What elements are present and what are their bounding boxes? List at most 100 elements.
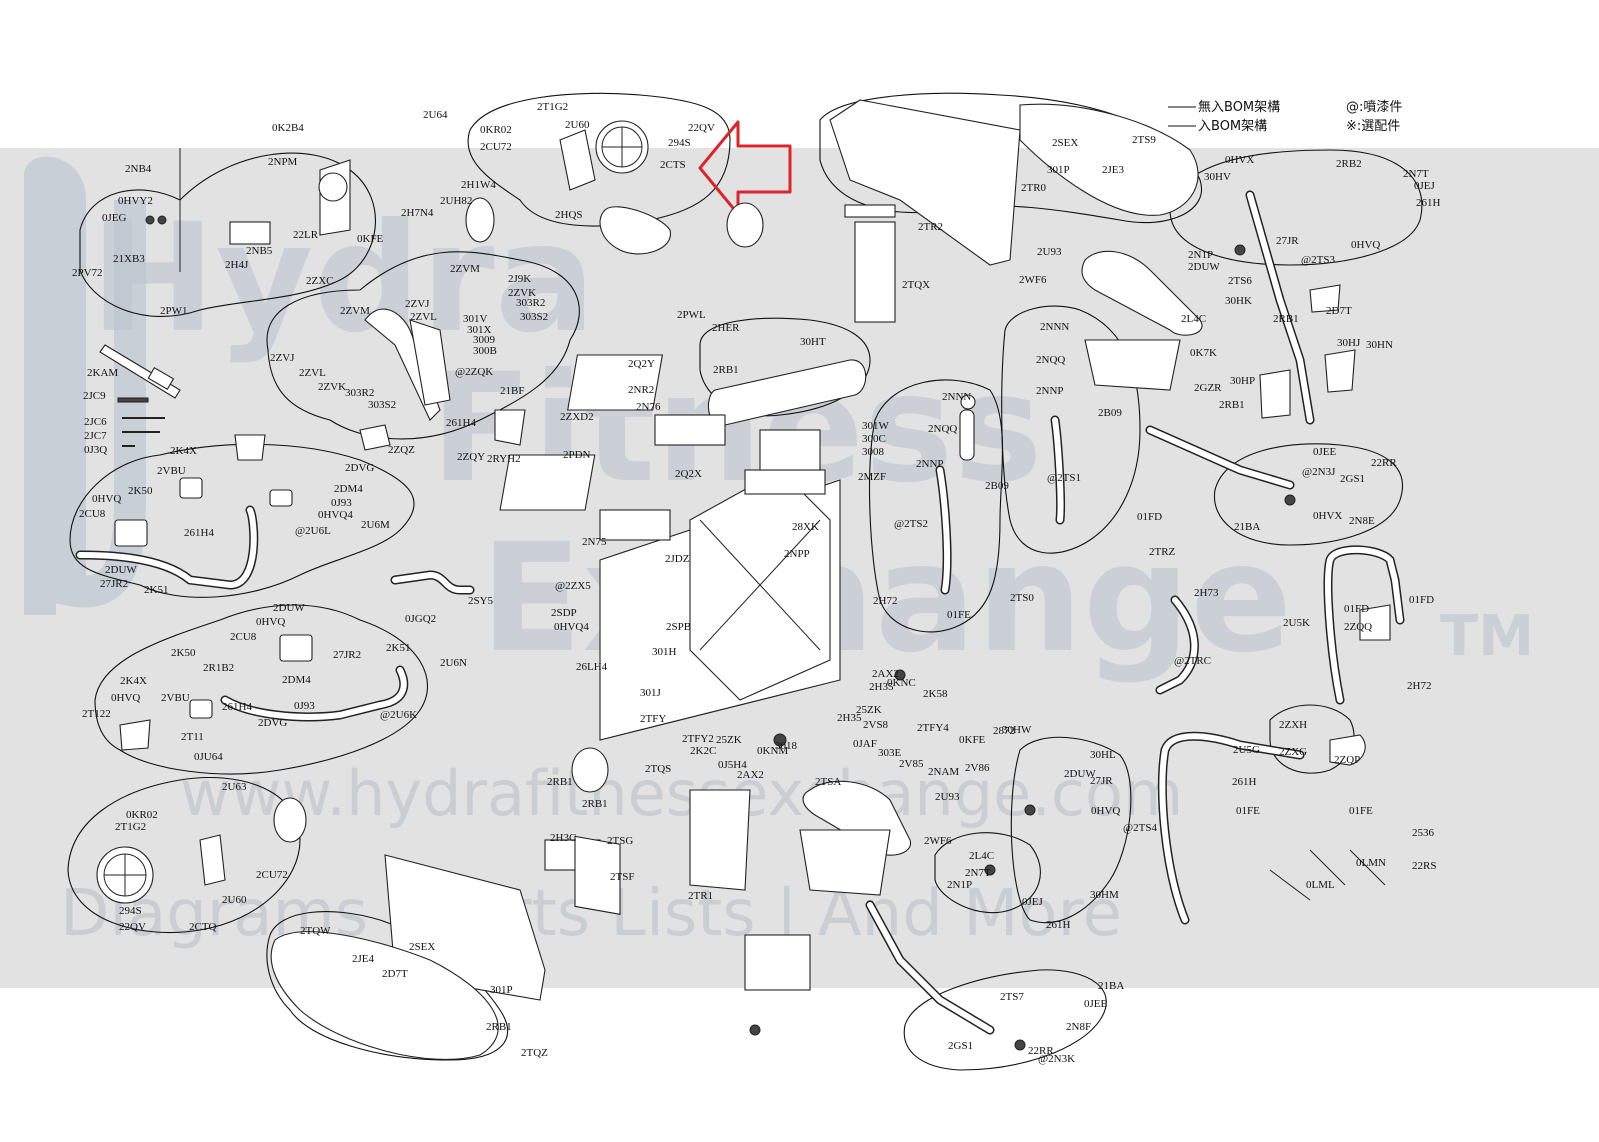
part-label: 2ZVK — [318, 381, 346, 393]
part-label: @2N3K — [1038, 1053, 1075, 1065]
part-label: 2T1G2 — [537, 101, 568, 113]
part-label: 2GS1 — [1340, 473, 1365, 485]
part-label: 2PWL — [677, 309, 706, 321]
part-label: 2WF6 — [924, 835, 952, 847]
part-label: 0J93 — [294, 700, 315, 712]
part-label: 30HJ — [1337, 337, 1361, 349]
part-label: 2UH82 — [440, 195, 472, 207]
part-label: 2ZVL — [299, 367, 326, 379]
part-label: 2U6N — [440, 657, 467, 669]
part-label: 2VBU — [157, 465, 186, 477]
part-label: 2H35 — [869, 681, 894, 693]
part-label: 2JC6 — [84, 416, 107, 428]
part-label: 2U64 — [423, 109, 448, 121]
part-label: 261H — [1232, 776, 1257, 788]
part-label: 2ZVJ — [270, 352, 295, 364]
part-label: 2DUW — [105, 564, 137, 576]
part-label: 2U93 — [935, 791, 960, 803]
part-label: 2WF6 — [1019, 274, 1047, 286]
part-label: 2U60 — [222, 894, 247, 906]
part-label: 2J9K — [508, 273, 531, 285]
part-label: 27JR2 — [333, 649, 361, 661]
part-label: 2CU72 — [256, 869, 288, 881]
part-label: 2K2C — [690, 745, 716, 757]
part-label: 2ZVM — [340, 305, 370, 317]
part-label: 22RR — [1371, 457, 1397, 469]
part-label: 2U60 — [565, 119, 590, 131]
part-label: 0J3Q — [84, 444, 107, 456]
callout-arrow — [698, 120, 792, 216]
part-label: 22LR — [293, 229, 319, 241]
part-label: 2TR0 — [1021, 182, 1047, 194]
part-label: 2NR2 — [628, 384, 654, 396]
part-label: 3008 — [862, 446, 885, 458]
part-label: 01FE — [947, 609, 971, 621]
part-label: 2L4C — [1181, 313, 1206, 325]
part-label: 0HVQ4 — [554, 621, 589, 633]
part-label: 01FD — [1409, 594, 1434, 606]
part-label: 301H — [652, 646, 677, 658]
part-label: 2NAM — [928, 766, 959, 778]
part-label: 2RB1 — [582, 798, 608, 810]
part-label: 2H73 — [1194, 587, 1219, 599]
part-label: 22RR — [1028, 1045, 1054, 1057]
part-label: 2RB1 — [486, 1021, 512, 1033]
part-label: @2ZQK — [455, 366, 493, 378]
part-label: 0LML — [1306, 879, 1335, 891]
part-label: 26LH4 — [576, 661, 608, 673]
part-label: 294S — [119, 905, 142, 917]
part-label: 2N1P — [1188, 249, 1213, 261]
part-label: 2K51 — [386, 642, 410, 654]
part-label: 2536 — [1412, 827, 1435, 839]
part-label: 2ZXD2 — [560, 411, 594, 423]
part-label: 2RB1 — [713, 364, 739, 376]
part-label: 3018 — [775, 740, 798, 752]
part-label: 294S — [668, 137, 691, 149]
part-label: 22QV — [119, 921, 146, 933]
part-label: 25ZK — [856, 704, 882, 716]
legend: 無入BOM架構 入BOM架構 @:噴漆件 ※:選配件 — [1168, 99, 1402, 134]
part-label: 2ZVJ — [405, 298, 430, 310]
part-label: 2TFY4 — [917, 722, 949, 734]
part-label: 2RYH2 — [487, 453, 521, 465]
part-label: 300B — [473, 345, 497, 357]
part-label: 2NPM — [268, 156, 298, 168]
part-label: 2TS6 — [1228, 275, 1252, 287]
part-label: 0KR02 — [480, 124, 512, 136]
part-label: 2N7T — [965, 867, 991, 879]
part-label: 2DVG — [345, 462, 374, 474]
part-label: 301V — [463, 313, 488, 325]
part-label: 2U6M — [361, 519, 390, 531]
part-label: 2RB2 — [1336, 158, 1362, 170]
part-label: 0LMN — [1356, 857, 1386, 869]
part-label: 2VBU — [161, 692, 190, 704]
part-label: 2TR1 — [688, 890, 713, 902]
part-label: 21BF — [500, 385, 524, 397]
part-label: 2T1G2 — [115, 821, 146, 833]
part-label: 261H — [1416, 197, 1441, 209]
part-label: 2T122 — [82, 708, 111, 720]
part-label: 303R2 — [516, 297, 545, 309]
part-label: 2H1W4 — [461, 179, 496, 191]
part-label: 2SY5 — [468, 595, 494, 607]
part-label: 28XK — [792, 521, 819, 533]
part-label: @2ZX5 — [555, 580, 591, 592]
part-drawings — [75, 99, 1405, 1060]
part-label: 2AX2 — [737, 769, 764, 781]
part-label: 2ZQZ — [388, 444, 415, 456]
part-label: 2Q2X — [675, 468, 702, 480]
part-label: 30HK — [1225, 295, 1252, 307]
part-label: 301W — [862, 420, 890, 432]
part-label: 0HVQ — [256, 616, 285, 628]
part-label: 2TQS — [645, 763, 671, 775]
part-label: 2RB1 — [1273, 313, 1299, 325]
part-label: 2DUW — [273, 602, 305, 614]
part-label: 2H3C — [550, 832, 576, 844]
part-label: 2K4X — [170, 445, 197, 457]
part-label: 2K51 — [144, 584, 168, 596]
part-label: 2ZQY — [457, 451, 485, 463]
part-label: 2SPB — [666, 621, 691, 633]
part-label: 2U63 — [222, 781, 247, 793]
